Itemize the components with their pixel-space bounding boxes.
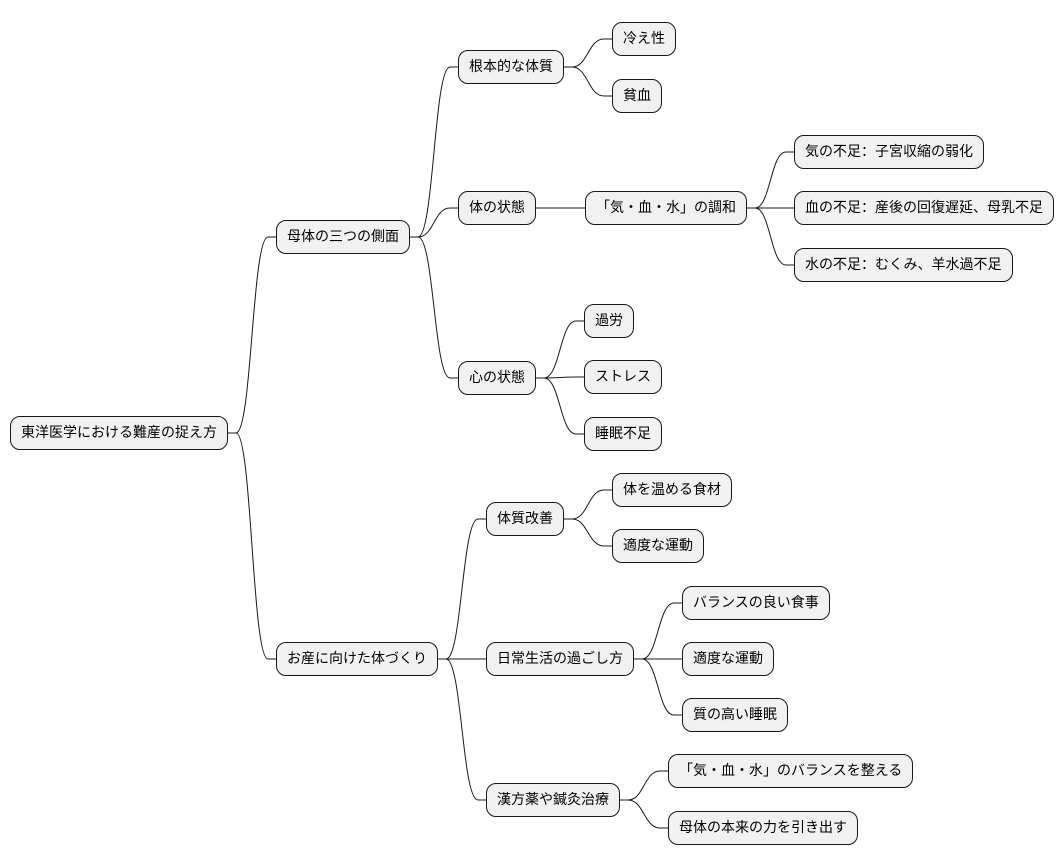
node-water-deficiency: 水の不足：むくみ、羊水過不足	[794, 248, 1013, 282]
connector-line	[438, 658, 486, 801]
connector-line	[228, 236, 276, 434]
connector-line	[620, 799, 668, 829]
connector-line	[747, 151, 794, 209]
node-moderate-exercise-1: 適度な運動	[612, 529, 704, 563]
node-balanced-diet: バランスの良い食事	[682, 586, 830, 620]
connector-line	[564, 66, 612, 97]
connector-line	[564, 38, 612, 68]
node-blood-deficiency: 血の不足：産後の回復遅延、母乳不足	[794, 191, 1054, 225]
connector-line	[564, 518, 612, 547]
connector-line	[228, 432, 276, 660]
node-warming-foods: 体を温める食材	[612, 473, 732, 507]
connector-line	[634, 602, 682, 660]
node-kampo-acupuncture: 漢方薬や鍼灸治療	[486, 783, 620, 817]
node-sleep-deprivation: 睡眠不足	[584, 417, 662, 451]
node-moderate-exercise-2: 適度な運動	[682, 642, 774, 676]
node-quality-sleep: 質の高い睡眠	[682, 698, 788, 732]
connector-line	[564, 489, 612, 520]
connector-line	[536, 320, 584, 379]
node-body-preparation: お産に向けた体づくり	[276, 642, 438, 676]
connector-line	[536, 377, 584, 435]
connector-line	[410, 207, 458, 238]
connector-line	[410, 236, 458, 379]
node-maternal-aspects: 母体の三つの側面	[276, 220, 410, 254]
connector-line	[410, 66, 458, 238]
node-daily-life: 日常生活の過ごし方	[486, 642, 634, 676]
node-constitution-improvement: 体質改善	[486, 502, 564, 536]
node-anemia: 貧血	[612, 79, 662, 113]
node-overwork: 過労	[584, 304, 634, 338]
connector-line	[634, 658, 682, 716]
node-constitution: 根本的な体質	[458, 50, 564, 84]
node-body-state: 体の状態	[458, 191, 536, 225]
node-ki-ketsu-sui-harmony: 「気・血・水」の調和	[585, 191, 747, 225]
node-maternal-power: 母体の本来の力を引き出す	[668, 811, 858, 845]
node-cold-sensitivity: 冷え性	[612, 22, 676, 56]
node-stress: ストレス	[584, 360, 662, 394]
node-ki-deficiency: 気の不足：子宮収縮の弱化	[794, 135, 984, 169]
node-mind-state: 心の状態	[458, 361, 536, 395]
connector-line	[438, 518, 486, 660]
connector-line	[747, 207, 794, 266]
node-balance-ki-ketsu-sui: 「気・血・水」のバランスを整える	[668, 754, 914, 788]
node-root: 東洋医学における難産の捉え方	[10, 416, 228, 450]
connector-line	[620, 770, 668, 801]
